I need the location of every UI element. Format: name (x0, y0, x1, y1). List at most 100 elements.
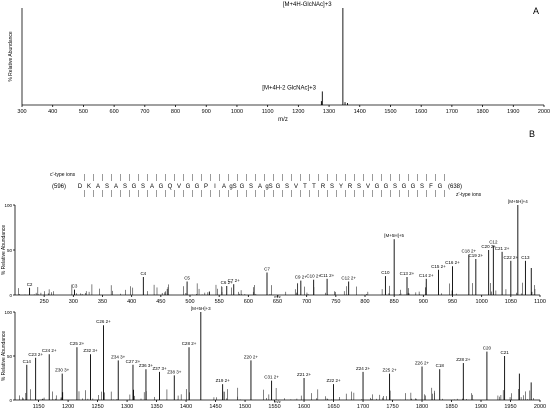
y-axis-label: % Relative Abundance (1, 225, 7, 276)
peak-label: C13 2+ (400, 271, 415, 276)
x-tick-label: 1550 (268, 404, 280, 410)
sequence-residue: V (294, 184, 298, 190)
y-tick-label: 0 (9, 398, 12, 403)
peak-label: C15 2+ (431, 264, 446, 269)
sequence-residue: R (321, 184, 326, 190)
x-tick-label: 1300 (121, 404, 133, 410)
peak-label: [M+4H-2 GlcNAc]+3 (262, 85, 316, 91)
right-value: (638) (448, 184, 462, 190)
peak-label: C20 2+ (481, 244, 496, 249)
x-tick-label: 600 (244, 299, 253, 305)
x-tick-label: 1500 (384, 109, 396, 115)
sequence-residue: G (411, 184, 416, 190)
x-tick-label: 1050 (505, 299, 517, 305)
sequence-residue: S (420, 184, 424, 190)
peak-label: Z19 2+ (216, 378, 231, 383)
sequence-residue: G (186, 184, 191, 190)
panel-label: A (533, 6, 539, 16)
sequence-residue: G (195, 184, 200, 190)
peak-label: C10 2+ (306, 274, 321, 279)
x-tick-label: 850 (390, 299, 399, 305)
x-tick-label: 1000 (231, 109, 243, 115)
x-tick-label: 400 (127, 299, 136, 305)
x-tick-label: 1200 (62, 404, 74, 410)
peak-label: C9 2+ (295, 275, 308, 280)
x-tick-label: 950 (448, 299, 457, 305)
x-tick-label: 1650 (327, 404, 339, 410)
x-tick-label: 1850 (445, 404, 457, 410)
peak-label: C22 2+ (504, 255, 519, 260)
sequence-residue: A (258, 184, 262, 190)
peak-label: C3 (72, 284, 78, 289)
x-tick-label: 1150 (33, 404, 45, 410)
x-tick-label: 1100 (262, 109, 274, 115)
y-tick-label: 100 (4, 203, 12, 208)
peak-label: C10 (381, 270, 390, 275)
x-tick-label: 700 (302, 299, 311, 305)
left-value: (596) (52, 184, 66, 190)
peak-label: C31 2+ (264, 375, 279, 380)
x-tick-label: 2000 (538, 109, 550, 115)
peak-label: C19 2+ (469, 253, 484, 258)
x-tick-label: 800 (171, 109, 180, 115)
peak-label: Z28 2+ (456, 357, 471, 362)
sequence-residue: R (348, 184, 353, 190)
peak-label: [M+5H]+3 (191, 306, 211, 311)
sequence-residue: G (159, 184, 164, 190)
peak-label: C25 2+ (70, 341, 85, 346)
peak-label: C7 (264, 267, 270, 272)
peak-label: C18 2+ (462, 249, 477, 254)
peak-label: Z34 3+ (111, 354, 126, 359)
sequence-residue: gS (229, 184, 236, 190)
peak-label: Z30 3+ (55, 368, 70, 373)
x-tick-label: 1400 (180, 404, 192, 410)
x-tick-label: 600 (110, 109, 119, 115)
sequence-residue: S (141, 184, 145, 190)
sequence-residue: A (222, 184, 226, 190)
peak-label: Z25 2+ (383, 368, 398, 373)
sequence-residue: gS (265, 184, 272, 190)
peak-label: C21 2+ (495, 246, 510, 251)
sequence-residue: S (285, 184, 289, 190)
x-tick-label: 1250 (91, 404, 103, 410)
x-axis-label: m/z (274, 399, 280, 404)
x-tick-label: 400 (48, 109, 57, 115)
x-tick-label: 500 (185, 299, 194, 305)
peak-label: C11 2+ (320, 273, 335, 278)
x-tick-label: 1800 (476, 109, 488, 115)
x-axis-label: m/z (274, 294, 280, 299)
sequence-residue: G (240, 184, 245, 190)
peak-label: C12 2+ (341, 276, 356, 281)
peak-label: C4 (140, 271, 146, 276)
peak-label: C27 2+ (126, 359, 141, 364)
x-tick-label: 1600 (415, 109, 427, 115)
peak-label: C23 2+ (28, 352, 43, 357)
x-tick-label: 300 (17, 109, 26, 115)
sequence-residue: A (96, 184, 100, 190)
peak-label: C16 2+ (445, 260, 460, 265)
peak-label: C2 (27, 282, 33, 287)
x-tick-label: 2000 (534, 404, 546, 410)
x-tick-label: 1300 (323, 109, 335, 115)
sequence-residue: G (375, 184, 380, 190)
y-tick-label: 50 (7, 354, 13, 359)
x-tick-label: 1600 (298, 404, 310, 410)
sequence-residue: G (438, 184, 443, 190)
sequence-residue: S (249, 184, 253, 190)
peak-label: C7 2+ (228, 278, 241, 283)
y-tick-label: 50 (7, 248, 13, 253)
sequence-residue: F (429, 184, 433, 190)
peak-label: Z37 3+ (152, 366, 167, 371)
x-tick-label: 450 (156, 299, 165, 305)
sequence-residue: S (123, 184, 127, 190)
peak-label: Z20 2+ (244, 354, 259, 359)
x-axis-label: m/z (278, 117, 288, 123)
y-tick-label: 0 (9, 293, 12, 298)
peak-label: Z38 3+ (167, 369, 182, 374)
peak-label: Z22 2+ (326, 378, 341, 383)
sequence-residue: G (384, 184, 389, 190)
x-tick-label: 350 (98, 299, 107, 305)
x-tick-label: 1500 (239, 404, 251, 410)
